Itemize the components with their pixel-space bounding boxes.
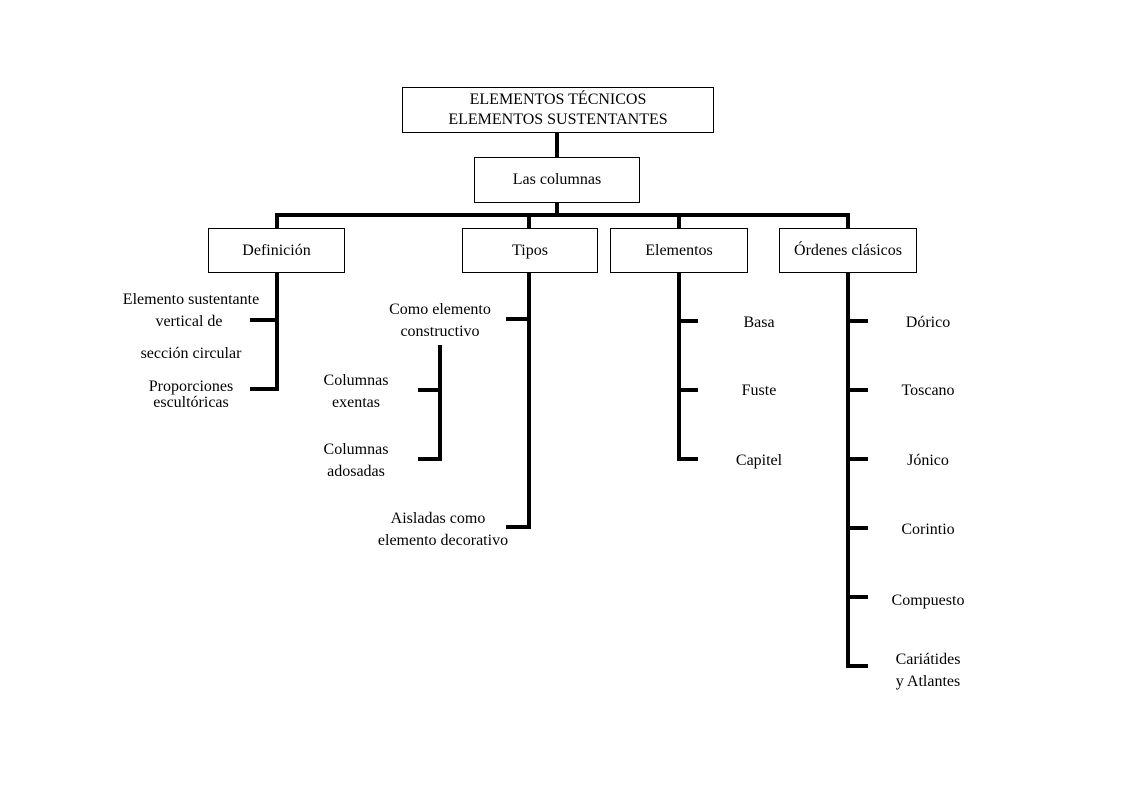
leaf-definicion-1-line3: sección circular	[140, 345, 242, 362]
category-tipos: Tipos	[462, 228, 598, 273]
leaf-elementos-fuste: Fuste	[709, 380, 809, 402]
leaf-tipos-exentas-line1: Columnas	[323, 372, 389, 389]
leaf-definicion-1: Elemento sustentante vertical de	[96, 289, 286, 333]
category-elementos: Elementos	[610, 228, 748, 273]
leaf-elementos-capitel-text: Capitel	[735, 452, 783, 469]
main-node-label: Las columnas	[512, 171, 602, 188]
leaf-tipos-adosadas-line2: adosadas	[327, 463, 385, 480]
leaf-tipos-exentas-line2: exentas	[332, 394, 380, 411]
leaf-elementos-basa-text: Basa	[743, 314, 775, 331]
leaf-ordenes-dorico: Dórico	[868, 312, 988, 334]
leaf-definicion-2: Proporciones escultóricas	[96, 379, 286, 411]
leaf-tipos-constructivo: Como elemento constructivo	[360, 299, 520, 343]
leaf-tipos-adosadas: Columnas adosadas	[296, 439, 416, 483]
leaf-ordenes-corintio: Corintio	[868, 519, 988, 541]
root-node: ELEMENTOS TÉCNICOS ELEMENTOS SUSTENTANTE…	[402, 87, 714, 133]
leaf-tipos-decorativo-line1: Aisladas como	[390, 510, 486, 527]
leaf-definicion-2-line1: Proporciones	[148, 378, 234, 395]
leaf-ordenes-cariatides-line2: y Atlantes	[895, 673, 961, 690]
leaf-tipos-exentas: Columnas exentas	[296, 370, 416, 414]
category-definicion: Definición	[208, 228, 345, 273]
category-ordenes: Órdenes clásicos	[779, 228, 917, 273]
leaf-ordenes-compuesto: Compuesto	[868, 590, 988, 612]
leaf-elementos-fuste-text: Fuste	[741, 382, 777, 399]
leaf-tipos-decorativo: Aisladas como elemento decorativo	[348, 508, 538, 552]
leaf-tipos-decorativo-line2: elemento decorativo	[377, 532, 509, 549]
leaf-ordenes-dorico-text: Dórico	[905, 314, 951, 331]
category-ordenes-label: Órdenes clásicos	[794, 241, 902, 259]
leaf-ordenes-corintio-text: Corintio	[901, 521, 955, 538]
leaf-ordenes-toscano: Toscano	[868, 380, 988, 402]
main-node: Las columnas	[474, 157, 640, 203]
leaf-tipos-constructivo-line2: constructivo	[400, 323, 480, 340]
leaf-definicion-1-line1: Elemento sustentante	[122, 291, 260, 308]
leaf-definicion-1-line3-wrap: sección circular	[96, 343, 286, 365]
category-tipos-label: Tipos	[512, 241, 548, 259]
root-title-line2: ELEMENTOS SUSTENTANTES	[448, 111, 668, 128]
leaf-ordenes-toscano-text: Toscano	[901, 382, 955, 399]
leaf-ordenes-jonico: Jónico	[868, 450, 988, 472]
leaf-elementos-capitel: Capitel	[709, 450, 809, 472]
leaf-tipos-adosadas-line1: Columnas	[323, 441, 389, 458]
leaf-ordenes-cariatides: Cariátides y Atlantes	[868, 649, 988, 693]
category-elementos-label: Elementos	[645, 241, 713, 259]
leaf-ordenes-jonico-text: Jónico	[907, 452, 949, 469]
leaf-tipos-constructivo-line1: Como elemento	[389, 301, 491, 318]
root-title-line1: ELEMENTOS TÉCNICOS	[469, 91, 647, 108]
leaf-elementos-basa: Basa	[709, 312, 809, 334]
leaf-ordenes-cariatides-line1: Cariátides	[895, 651, 961, 668]
leaf-ordenes-compuesto-text: Compuesto	[891, 592, 965, 609]
leaf-definicion-2-line2: escultóricas	[153, 394, 229, 411]
leaf-definicion-1-line2: vertical de	[155, 313, 223, 330]
category-definicion-label: Definición	[242, 241, 311, 259]
